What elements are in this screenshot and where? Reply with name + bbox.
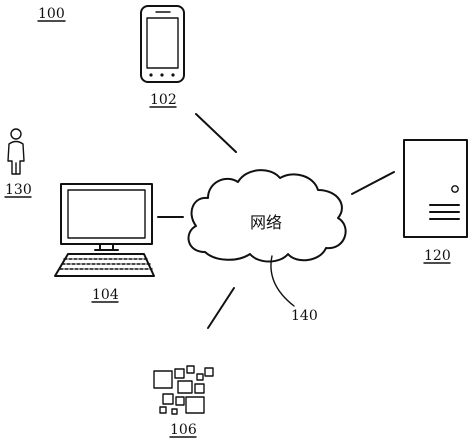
- person-icon: [7, 128, 25, 175]
- smartphone-icon: [140, 5, 185, 83]
- network-text: 网络: [250, 213, 282, 232]
- link-blocks-network: [207, 287, 235, 329]
- network-label: 140: [291, 308, 318, 324]
- computer-label: 104: [92, 287, 119, 303]
- figure-label-text: 100: [38, 6, 65, 22]
- user-label: 130: [5, 182, 32, 198]
- link-server-network: [351, 171, 395, 195]
- server-label: 120: [424, 248, 451, 264]
- app-blocks-icon: [153, 365, 214, 415]
- blocks-label: 106: [170, 422, 197, 438]
- phone-label: 102: [150, 92, 177, 108]
- figure-label: 100: [37, 6, 66, 22]
- link-phone-network: [195, 113, 237, 153]
- network-leader-line: [270, 255, 295, 307]
- server-icon: [403, 139, 468, 238]
- cloud-icon: [187, 169, 347, 263]
- desktop-computer-icon: [54, 183, 155, 277]
